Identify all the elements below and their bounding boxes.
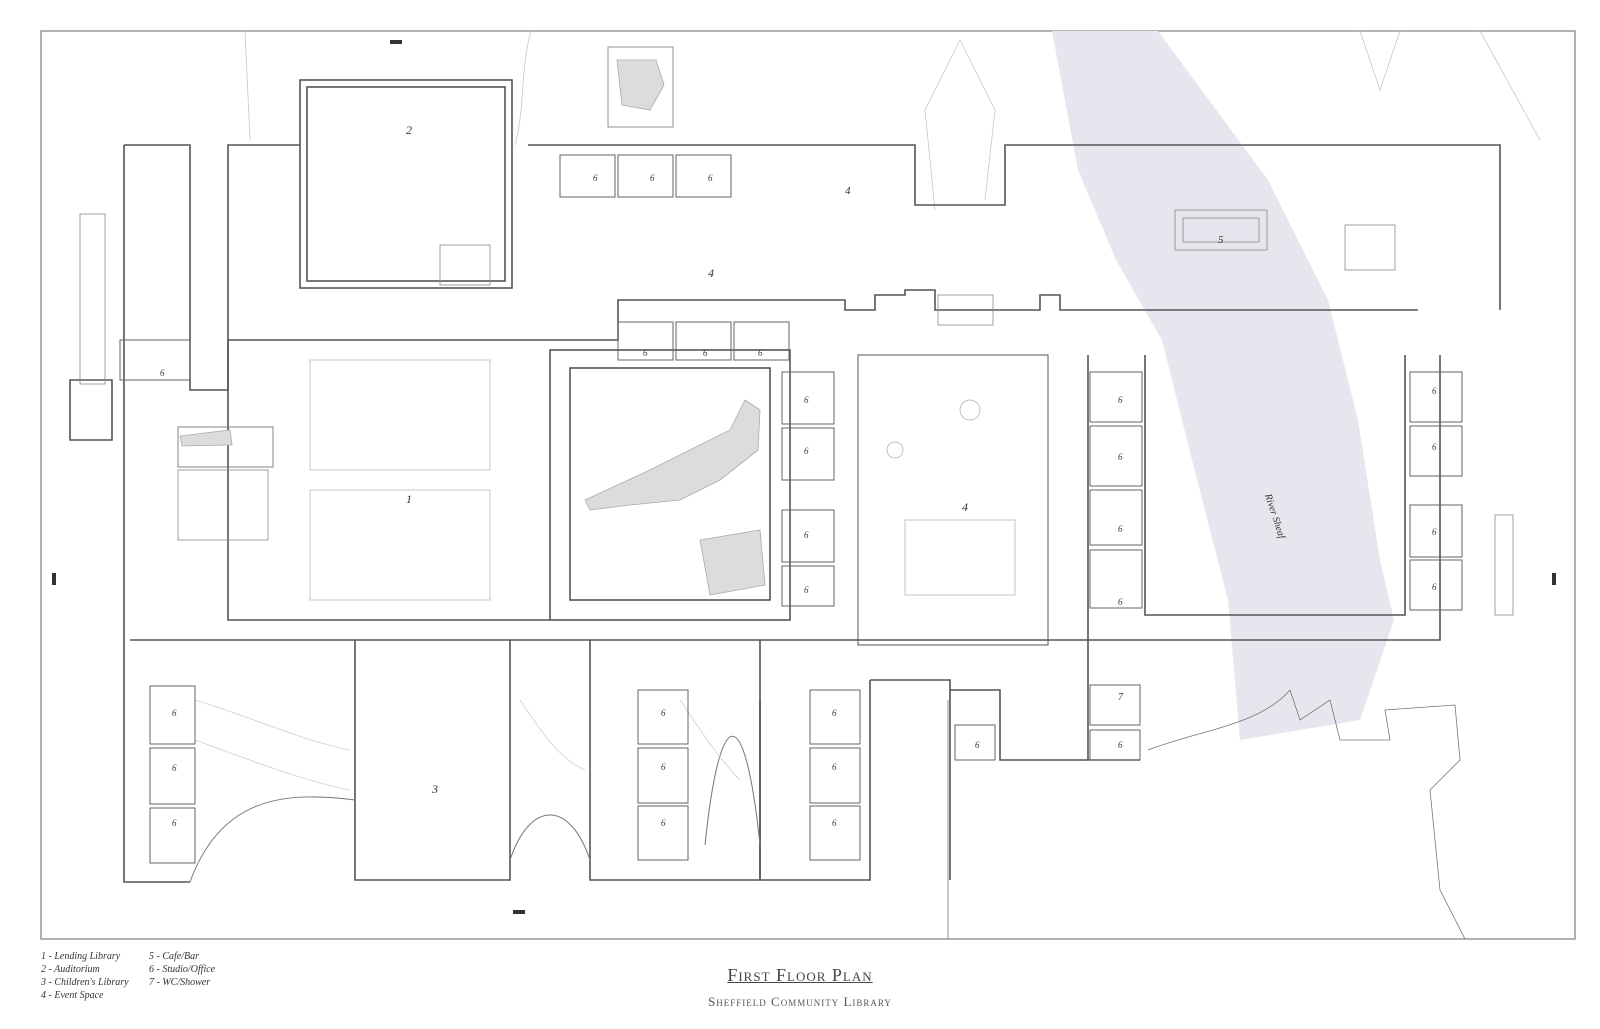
label-studio: 6 [1432, 442, 1437, 452]
label-studio: 6 [832, 708, 837, 718]
drawing-subtitle: Sheffield Community Library [708, 994, 892, 1009]
label-studio: 6 [593, 173, 598, 183]
label-event-space-east: 4 [845, 185, 851, 197]
garden-contours-faint [194, 699, 741, 791]
label-wc-shower: 7 [1118, 692, 1124, 703]
legend-item: 2 - Auditorium [41, 964, 100, 975]
label-studio: 6 [172, 818, 177, 828]
label-studio: 6 [832, 818, 837, 828]
legend-item: 3 - Children's Library [41, 977, 129, 988]
stairs [79, 213, 1514, 616]
label-event-space-central: 4 [962, 500, 968, 514]
label-studio: 6 [703, 348, 708, 358]
label-studio: 6 [172, 708, 177, 718]
label-studio: 6 [804, 446, 809, 456]
cafe-feature [1174, 209, 1268, 251]
event-seating [886, 399, 1016, 596]
label-studio: 6 [758, 348, 763, 358]
label-studio: 6 [1118, 395, 1123, 405]
stone-features [177, 46, 766, 596]
river-sheaf [1052, 31, 1394, 740]
label-lending-library: 1 [406, 492, 412, 506]
label-studio: 6 [661, 818, 666, 828]
studio-labels: 6 6 6 6 6 6 6 6 6 6 6 6 6 6 6 6 6 6 6 6 … [160, 173, 1437, 828]
legend-item: 5 - Cafe/Bar [149, 951, 199, 962]
label-studio: 6 [1118, 597, 1123, 607]
label-studio: 6 [643, 348, 648, 358]
label-childrens-library: 3 [431, 782, 438, 796]
section-markers [52, 40, 1556, 914]
label-studio: 6 [1118, 452, 1123, 462]
legend-item: 4 - Event Space [41, 990, 104, 1001]
label-studio: 6 [804, 395, 809, 405]
garden-contours [189, 735, 761, 883]
label-studio: 6 [1432, 527, 1437, 537]
studio-cells [119, 154, 1463, 864]
label-event-space-north: 4 [708, 266, 714, 280]
drawing-title: First Floor Plan [727, 965, 873, 985]
title-block: First Floor Plan Sheffield Community Lib… [640, 965, 960, 1010]
label-studio: 6 [160, 368, 165, 378]
label-studio: 6 [661, 762, 666, 772]
label-studio: 6 [708, 173, 713, 183]
label-studio: 6 [804, 585, 809, 595]
label-studio: 6 [1118, 740, 1123, 750]
label-studio: 6 [661, 708, 666, 718]
label-studio: 6 [975, 740, 980, 750]
label-studio: 6 [172, 763, 177, 773]
label-studio: 6 [1432, 386, 1437, 396]
drawing-frame [40, 30, 1576, 940]
label-studio: 6 [1118, 524, 1123, 534]
site-context-lines [244, 30, 1541, 940]
label-studio: 6 [1432, 582, 1437, 592]
label-cafe-bar: 5 [1218, 234, 1224, 246]
label-auditorium: 2 [406, 123, 412, 137]
label-studio: 6 [804, 530, 809, 540]
library-shelves [309, 359, 491, 601]
label-studio: 6 [650, 173, 655, 183]
building-walls [69, 79, 1501, 883]
legend-item: 1 - Lending Library [41, 951, 121, 962]
legend-item: 6 - Studio/Office [149, 964, 216, 975]
legend-item: 7 - WC/Shower [149, 977, 211, 988]
label-studio: 6 [832, 762, 837, 772]
